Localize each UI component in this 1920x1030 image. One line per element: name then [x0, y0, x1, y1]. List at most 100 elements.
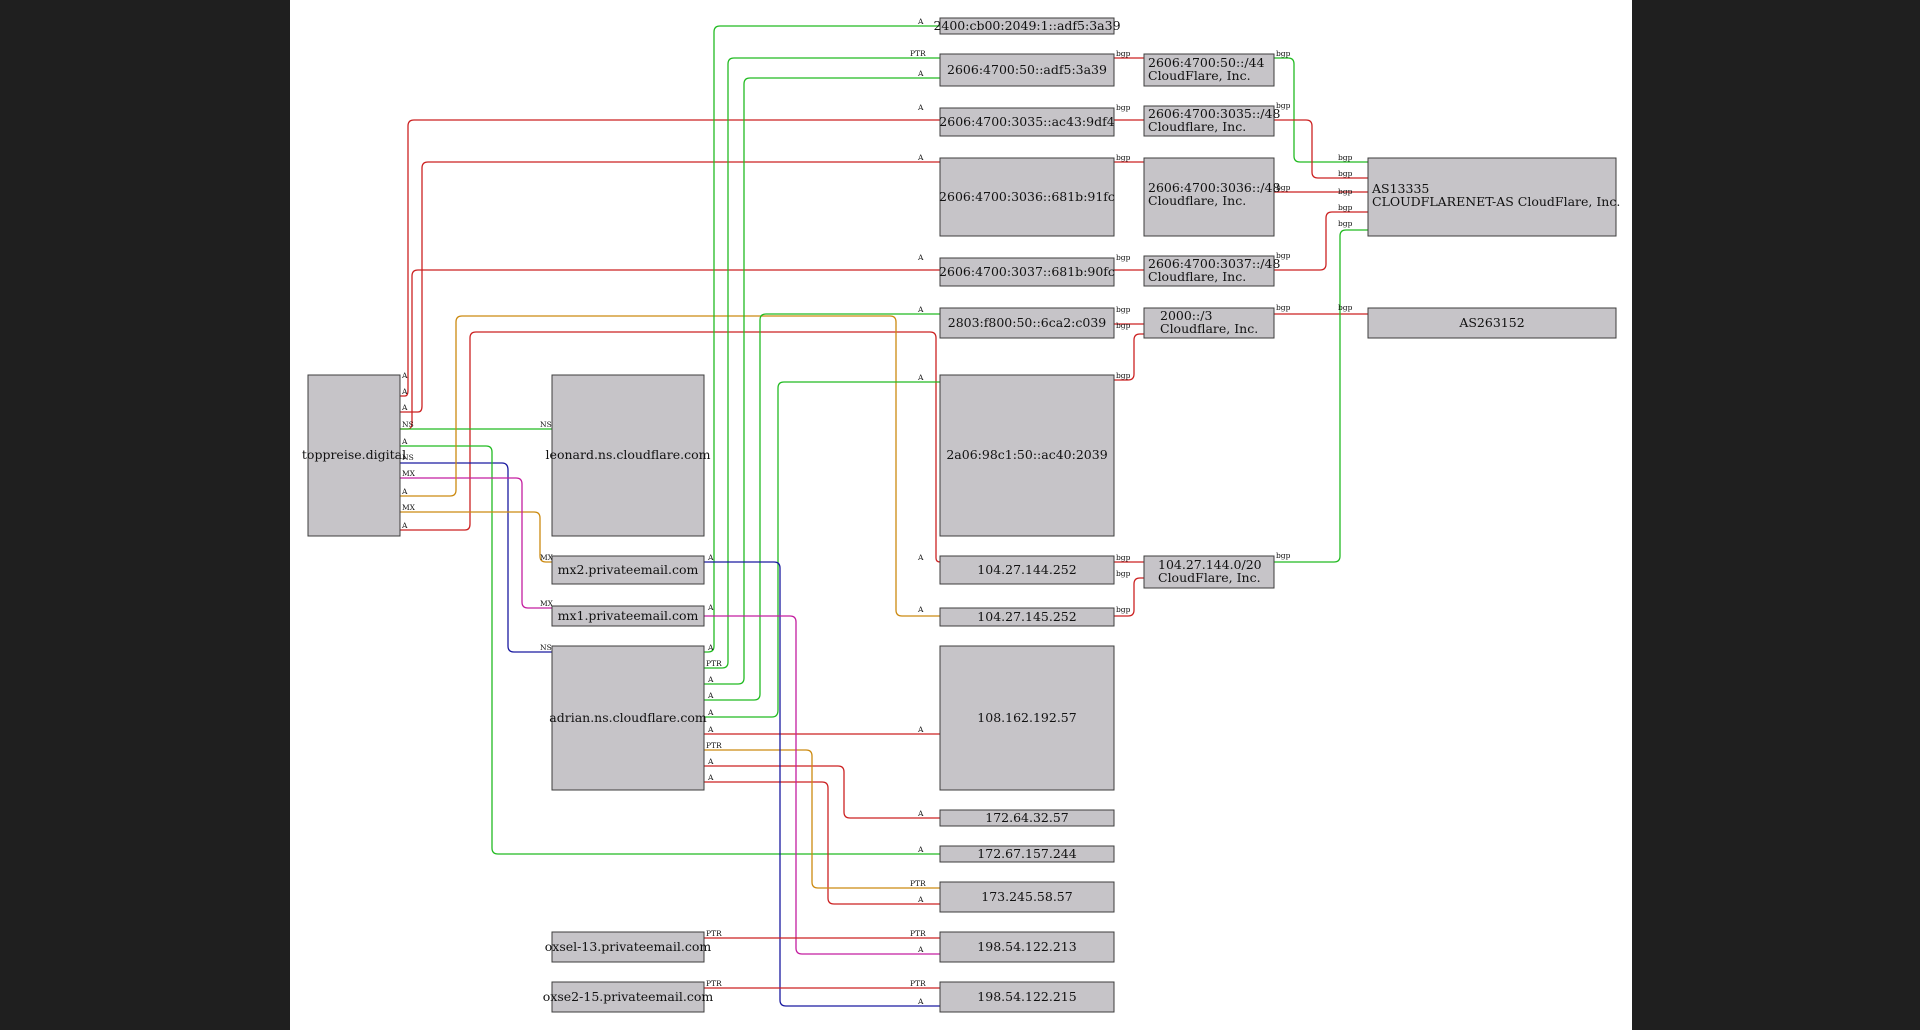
edge-label: MX: [402, 469, 416, 478]
node-label: 2606:4700:3036::/48: [1148, 180, 1280, 195]
node-ip6-3037[interactable]: 2606:4700:3037::681b:90fc: [939, 257, 1115, 287]
edge-label: A: [401, 521, 408, 530]
node-label: 198.54.122.213: [977, 939, 1076, 954]
dns-relationship-graph: A A A NS A NS MX A MX A NS MX MX NS A A …: [302, 17, 1620, 1013]
node-label: 2400:cb00:2049:1::adf5:3a39: [933, 18, 1120, 33]
edge-label: PTR: [706, 741, 722, 750]
node-ip6-2400[interactable]: 2400:cb00:2049:1::adf5:3a39: [933, 17, 1121, 35]
edge-label: PTR: [910, 49, 926, 58]
edge-label: A: [401, 387, 408, 396]
edge-label: A: [917, 153, 924, 162]
node-label: 2606:4700:3036::681b:91fc: [939, 189, 1115, 204]
edge-toppreise-adrian: [400, 462, 552, 653]
node-mx2[interactable]: mx2.privateemail.com: [551, 555, 705, 585]
node-prefix-104[interactable]: 104.27.144.0/20 CloudFlare, Inc.: [1143, 555, 1275, 589]
node-prefix-3035[interactable]: 2606:4700:3035::/48 Cloudflare, Inc.: [1143, 105, 1280, 137]
node-prefix-2606-50[interactable]: 2606:4700:50::/44 CloudFlare, Inc.: [1143, 53, 1275, 87]
node-label: 198.54.122.215: [977, 989, 1076, 1004]
edge-pfx3035-as13335: [1274, 119, 1368, 179]
node-ip6-2803[interactable]: 2803:f800:50::6ca2:c039: [939, 307, 1115, 339]
edge-label: bgp: [1116, 305, 1131, 314]
node-ip-198-213[interactable]: 198.54.122.213: [939, 931, 1115, 963]
node-ip-173[interactable]: 173.245.58.57: [939, 881, 1115, 913]
node-label: oxse2-15.privateemail.com: [543, 989, 714, 1004]
node-label: 2803:f800:50::6ca2:c039: [948, 315, 1107, 330]
node-label: 2606:4700:3037::/48: [1148, 256, 1280, 271]
node-leonard[interactable]: leonard.ns.cloudflare.com: [546, 374, 711, 537]
node-prefix-2000[interactable]: 2000::/3 Cloudflare, Inc.: [1143, 307, 1275, 339]
node-prefix-3036[interactable]: 2606:4700:3036::/48 Cloudflare, Inc.: [1143, 157, 1280, 237]
edge-label: bgp: [1338, 153, 1353, 162]
node-label: 2606:4700:50::/44: [1148, 55, 1265, 70]
edge-2a06-pfx: [1114, 333, 1144, 381]
edge-label: A: [401, 437, 408, 446]
diagram-canvas: A A A NS A NS MX A MX A NS MX MX NS A A …: [290, 0, 1632, 1030]
node-oxsel[interactable]: oxsel-13.privateemail.com: [545, 931, 712, 963]
edge-label: bgp: [1338, 303, 1353, 312]
edge-label: A: [707, 643, 714, 652]
node-label: 2000::/3: [1160, 308, 1212, 323]
node-ip-172-64[interactable]: 172.64.32.57: [939, 809, 1115, 827]
edge-label: PTR: [910, 929, 926, 938]
node-oxse2[interactable]: oxse2-15.privateemail.com: [543, 981, 714, 1013]
node-toppreise[interactable]: toppreise.digital: [302, 374, 406, 537]
edge-label: MX: [402, 503, 416, 512]
edge-pfx104-as13335: [1274, 229, 1368, 563]
node-label: toppreise.digital: [302, 447, 406, 462]
node-ip-198-215[interactable]: 198.54.122.215: [939, 981, 1115, 1013]
node-label: 2606:4700:50::adf5:3a39: [947, 62, 1107, 77]
edge-label: A: [917, 605, 924, 614]
node-label: CLOUDFLARENET-AS CloudFlare, Inc.: [1372, 194, 1620, 209]
edge-label: bgp: [1116, 569, 1131, 578]
edge-label: bgp: [1276, 251, 1291, 260]
node-ip-172-67[interactable]: 172.67.157.244: [939, 845, 1115, 863]
edge-label: PTR: [706, 659, 722, 668]
node-label: 2606:4700:3035::ac43:9df4: [939, 114, 1114, 129]
node-prefix-3037[interactable]: 2606:4700:3037::/48 Cloudflare, Inc.: [1143, 255, 1280, 287]
node-as263152[interactable]: AS263152: [1367, 307, 1617, 339]
edge-label: A: [707, 708, 714, 717]
edge-label: NS: [402, 420, 414, 429]
edge-label: NS: [402, 453, 414, 462]
edge-label: A: [707, 675, 714, 684]
node-label: leonard.ns.cloudflare.com: [546, 447, 711, 462]
edge-label: PTR: [910, 979, 926, 988]
node-label: 108.162.192.57: [977, 710, 1076, 725]
edge-label: bgp: [1276, 101, 1291, 110]
node-label: 104.27.144.252: [977, 562, 1076, 577]
edge-label: A: [401, 403, 408, 412]
edge-label: bgp: [1338, 219, 1353, 228]
node-label: oxsel-13.privateemail.com: [545, 939, 712, 954]
edge-label: bgp: [1116, 253, 1131, 262]
node-ip6-3035[interactable]: 2606:4700:3035::ac43:9df4: [939, 107, 1115, 137]
node-as13335[interactable]: AS13335 CLOUDFLARENET-AS CloudFlare, Inc…: [1367, 157, 1620, 237]
node-ip6-3036[interactable]: 2606:4700:3036::681b:91fc: [939, 157, 1115, 237]
edge-adrian-2606-50: [704, 57, 940, 669]
edge-toppreise-mx1: [400, 477, 552, 609]
node-ip6-2606-50[interactable]: 2606:4700:50::adf5:3a39: [939, 53, 1115, 87]
node-ip-104-145[interactable]: 104.27.145.252: [939, 607, 1115, 627]
edge-104-145-pfx: [1114, 577, 1144, 617]
node-ip-104-144[interactable]: 104.27.144.252: [939, 555, 1115, 585]
node-ip-108[interactable]: 108.162.192.57: [939, 645, 1115, 791]
edge-toppreise-104-145: [400, 315, 940, 617]
edge-label: A: [707, 725, 714, 734]
edge-label: A: [917, 895, 924, 904]
edge-label: bgp: [1116, 553, 1131, 562]
node-label: 172.67.157.244: [977, 846, 1076, 861]
node-adrian[interactable]: adrian.ns.cloudflare.com: [549, 645, 707, 791]
edge-label: bgp: [1276, 49, 1291, 58]
edge-label: A: [917, 945, 924, 954]
edge-label: bgp: [1116, 153, 1131, 162]
node-label: 104.27.144.0/20: [1158, 557, 1262, 572]
edge-adrian-2606-50b: [704, 77, 940, 685]
edge-adrian-2803: [704, 313, 940, 701]
edge-pfx50-as13335: [1274, 57, 1368, 163]
node-ip6-2a06[interactable]: 2a06:98c1:50::ac40:2039: [939, 374, 1115, 537]
edge-label: A: [917, 845, 924, 854]
node-mx1[interactable]: mx1.privateemail.com: [551, 605, 705, 627]
edge-label: A: [401, 371, 408, 380]
node-label: 172.64.32.57: [985, 810, 1069, 825]
node-label: CloudFlare, Inc.: [1158, 570, 1261, 585]
edge-label: bgp: [1276, 551, 1291, 560]
